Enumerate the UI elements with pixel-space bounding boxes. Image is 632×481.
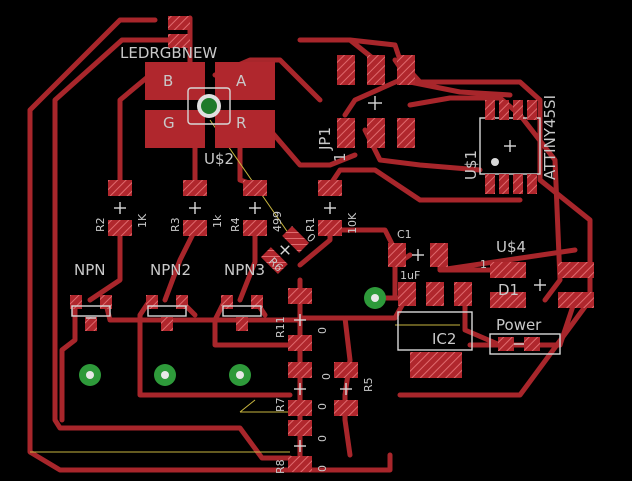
- led-pad-r: [215, 110, 275, 148]
- r5-label: R5: [362, 377, 375, 392]
- d1-label: D1: [498, 281, 519, 299]
- r3-label: R3: [169, 217, 182, 232]
- attiny-label: ATTINY45SI: [541, 95, 559, 180]
- resistor-r11[interactable]: R11 0: [274, 288, 329, 351]
- ic2-outline: [397, 311, 473, 351]
- r1-value: 10K: [346, 212, 359, 234]
- transistor-npn2[interactable]: NPN2: [146, 261, 191, 331]
- led-r-label: R: [236, 114, 246, 132]
- r3-value: 1k: [211, 214, 224, 228]
- jp1-pin-label: 1: [331, 152, 349, 162]
- u1-label: U$1: [462, 150, 480, 180]
- transistor-npn[interactable]: NPN: [70, 261, 112, 331]
- led-pad-g: [145, 110, 205, 148]
- resistor-r5[interactable]: 0 R5: [320, 362, 375, 416]
- u2-label: U$2: [204, 150, 234, 168]
- npn3-label: NPN3: [224, 261, 265, 279]
- c1-value: 1uF: [400, 269, 420, 282]
- ledrgb-label: LEDRGBNEW: [120, 44, 217, 62]
- r7-label: R7: [274, 397, 287, 412]
- r8-label: R8: [274, 459, 287, 474]
- led-d1-power[interactable]: D1 Power: [489, 281, 561, 355]
- led-pad-b: [145, 62, 205, 100]
- resistor-r1[interactable]: R1 10K: [304, 180, 359, 236]
- jp1-label: JP1: [316, 127, 334, 151]
- led-top-pad: [168, 16, 190, 30]
- component-u4[interactable]: U$4 1: [480, 238, 594, 308]
- npn2-label: NPN2: [150, 261, 191, 279]
- led-outline: [187, 87, 231, 125]
- resistor-r8[interactable]: R8 0 0: [274, 420, 329, 474]
- led-pad-a: [215, 62, 275, 100]
- resistor-r3[interactable]: R3 1k: [169, 180, 224, 236]
- u1-outline: [479, 117, 541, 175]
- header-jp1[interactable]: JP1 1: [316, 55, 415, 162]
- regulator-ic2[interactable]: IC2: [397, 282, 473, 378]
- r5-value: 0: [320, 373, 333, 380]
- r2-label: R2: [94, 217, 107, 232]
- vias: [79, 287, 386, 386]
- r2-value: 1K: [136, 213, 149, 228]
- r9-value: 0: [316, 435, 329, 442]
- r7-value: 0: [316, 403, 329, 410]
- led-g-label: G: [163, 114, 175, 132]
- r11-label: R11: [274, 316, 287, 338]
- r8-value: 0: [316, 465, 329, 472]
- u4-pin-label: 1: [480, 258, 487, 271]
- r4-value: 499: [271, 211, 284, 232]
- ic2-label: IC2: [432, 330, 456, 348]
- capacitor-c1[interactable]: C1 1uF: [388, 228, 448, 282]
- resistor-r2[interactable]: R2 1K: [94, 180, 149, 236]
- u4-label: U$4: [496, 238, 526, 256]
- resistor-r4[interactable]: R4 499: [229, 180, 284, 236]
- r4-label: R4: [229, 217, 242, 232]
- r1-label: R1: [304, 217, 317, 232]
- led-b-label: B: [163, 72, 173, 90]
- ic-attiny45-u1[interactable]: U$1 ATTINY45SI: [462, 95, 559, 194]
- r11-value: 0: [316, 327, 329, 334]
- npn-label: NPN: [74, 261, 106, 279]
- transistor-npn3[interactable]: NPN3: [221, 261, 265, 331]
- led-a-label: A: [236, 72, 247, 90]
- resistor-r7[interactable]: R7 0: [274, 362, 329, 416]
- c1-label: C1: [397, 228, 412, 241]
- power-label: Power: [496, 316, 542, 334]
- resistor-r6[interactable]: [260, 225, 310, 275]
- led-rgb-u2[interactable]: LEDRGBNEW B A G R U$2: [120, 16, 275, 168]
